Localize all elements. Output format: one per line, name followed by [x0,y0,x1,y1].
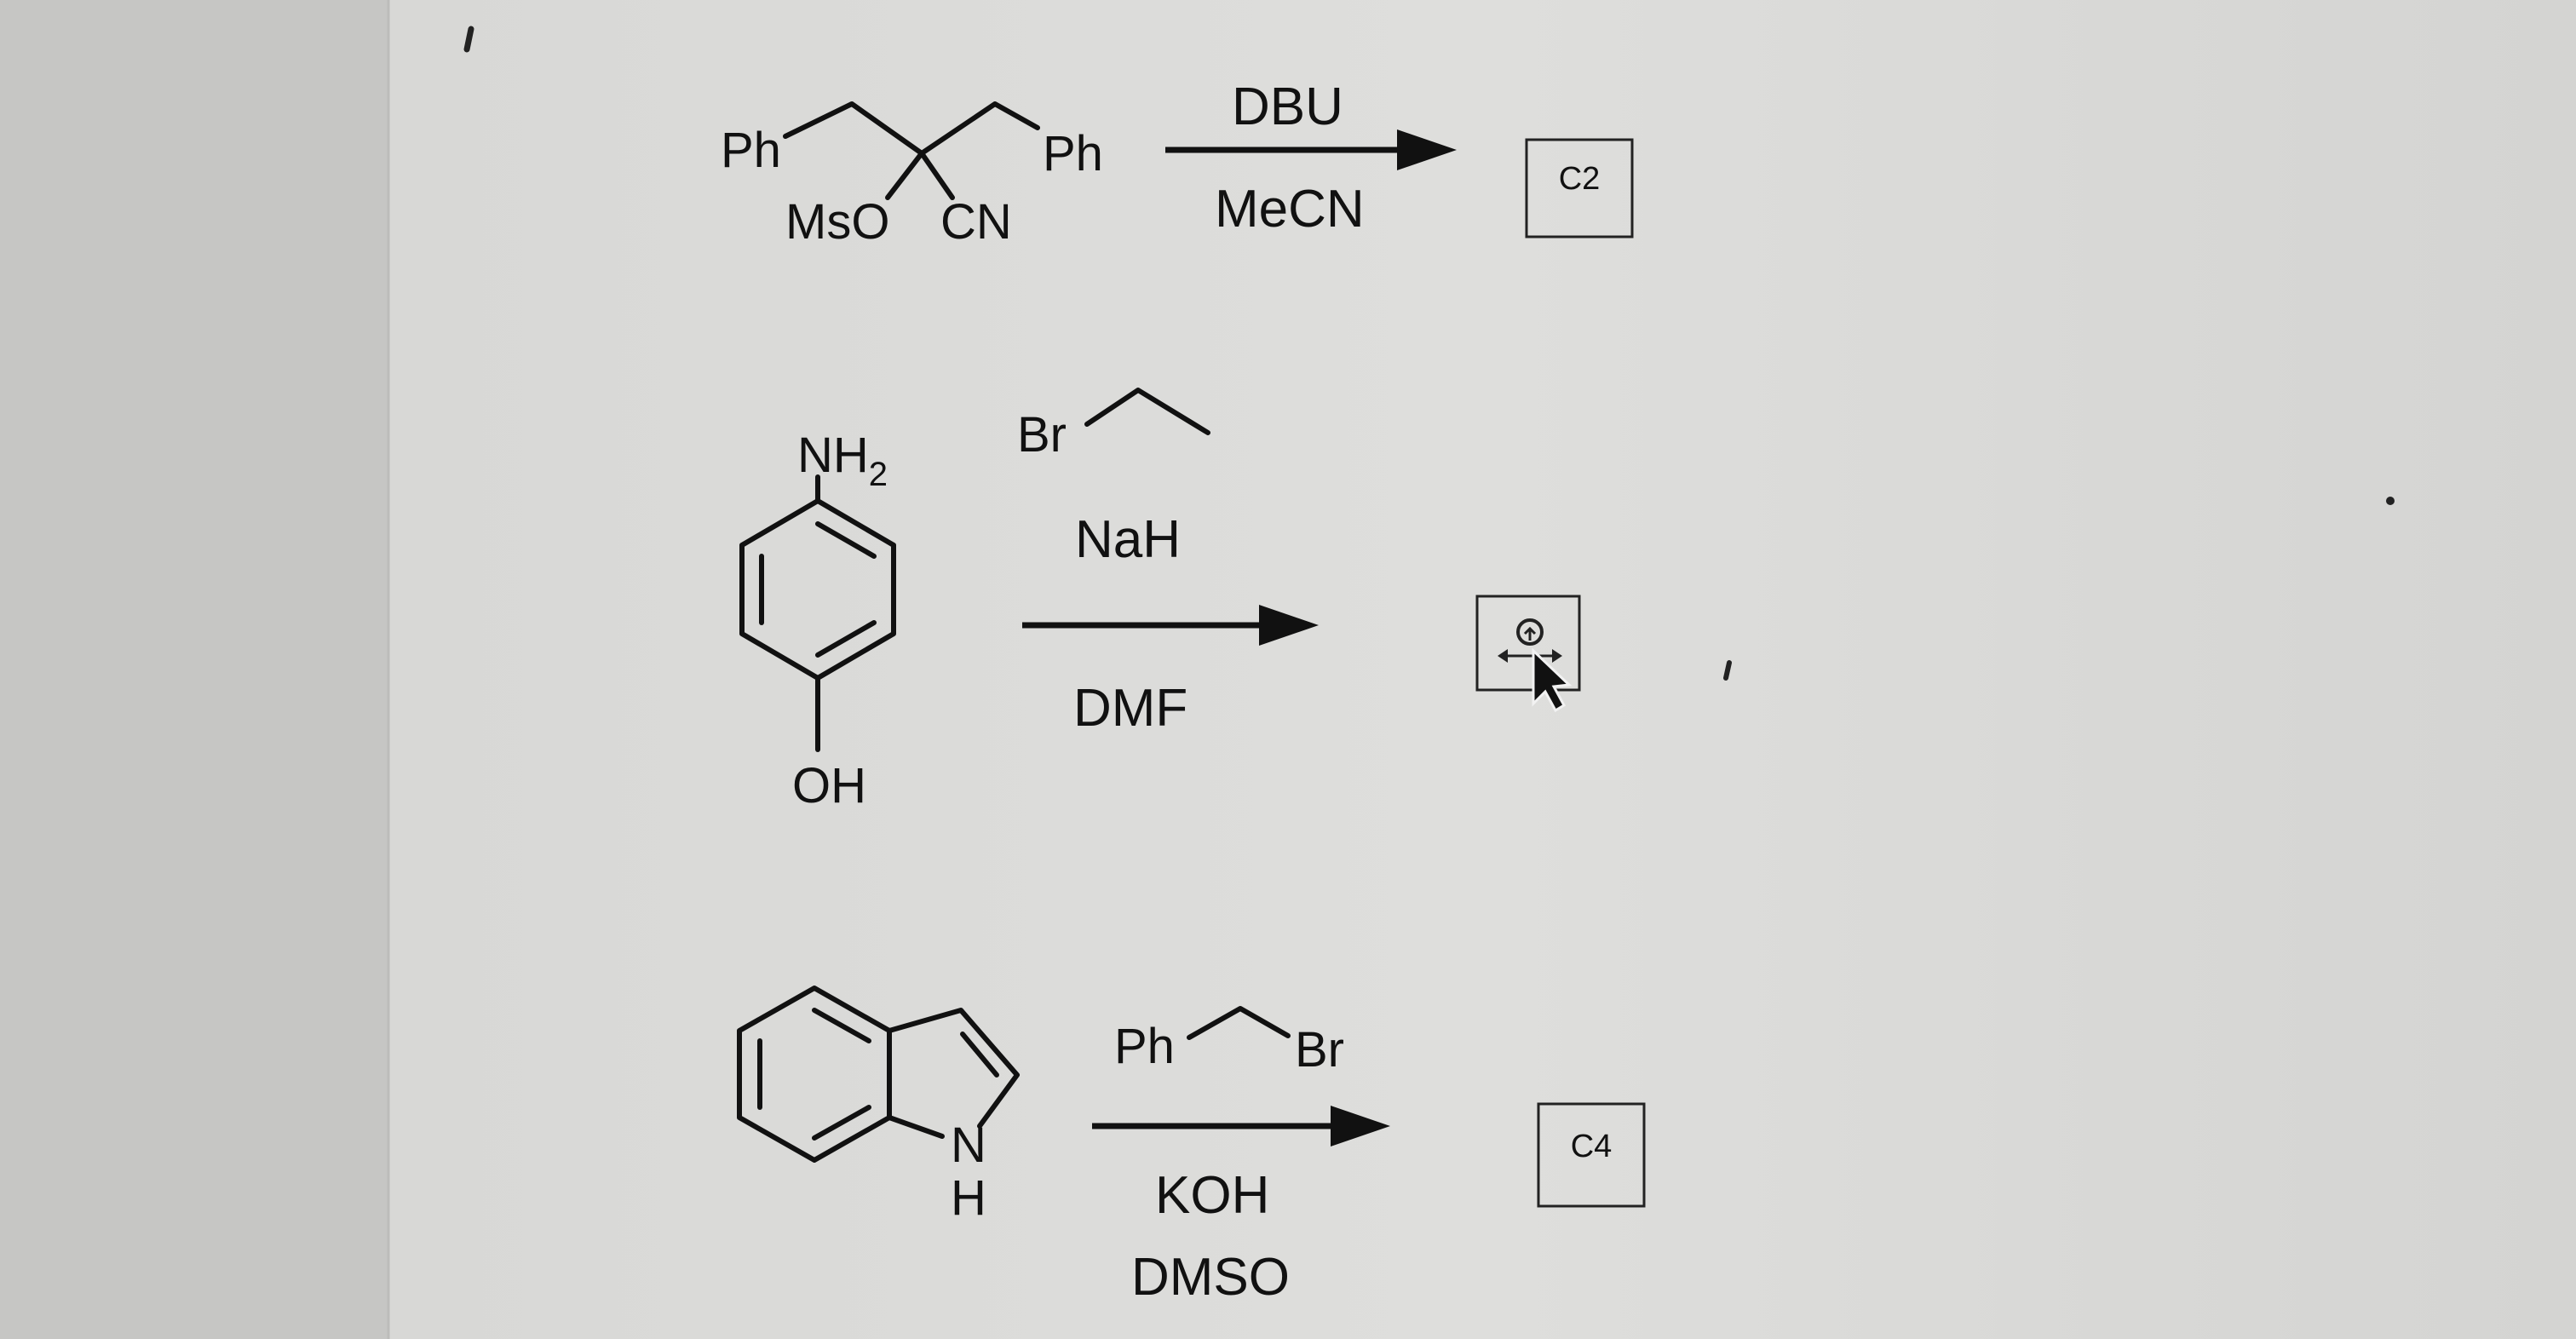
mesylate-label: MsO [785,194,889,250]
solvent-mecn: MeCN [1215,180,1365,238]
bromoethane: Br [1017,388,1210,463]
ethyl-chain [1084,388,1210,435]
ring-double-bond [815,521,877,559]
nitrogen-label: N [951,1118,986,1173]
answer-box-c4[interactable]: C4 [1537,1102,1646,1208]
answer-box-frame[interactable] [1537,1102,1646,1208]
answer-box-reaction-2[interactable] [1475,595,1581,713]
bond-to-mso [885,151,924,200]
reactant-1: Ph Ph MsO CN [721,101,1103,250]
document-page [388,0,2576,1339]
reactant-3-indole: N H [737,986,1020,1226]
benzyl-chain [1187,1006,1291,1040]
stray-mark [463,26,474,53]
answer-box-frame[interactable] [1525,138,1634,238]
bromine-label: Br [1295,1022,1344,1078]
move-cursor-icon [1498,618,1562,663]
hydroxyl-label: OH [792,758,866,813]
reaction-1: Ph Ph MsO CN DBU MeCN C2 [721,78,1634,250]
reagent-dbu: DBU [1232,78,1343,136]
pyrrole-ring [887,1008,1020,1129]
pyrrole-double-bond [960,1032,999,1078]
ring-double-bond [815,620,877,658]
benzyl-bromide: Ph Br [1114,1006,1344,1078]
reactant-2-aminophenol: NH2 OH [739,428,896,813]
nitrogen-hydrogen-label: H [951,1170,986,1226]
ring-double-bond [812,1105,871,1141]
amine-label: NH2 [797,428,888,493]
phenyl-label-right: Ph [1043,126,1103,181]
bromine-label: Br [1017,407,1067,463]
phenyl-label: Ph [1114,1019,1175,1074]
arrow-pointer-icon [1532,647,1573,713]
stray-mark [1723,660,1732,681]
stray-dot [2386,497,2395,505]
reaction-3: N H Ph Br KOH DMSO C4 [737,986,1646,1307]
bond-to-cn [919,151,955,200]
answer-box-c2[interactable]: C2 [1525,138,1634,238]
ring-bond-to-nitrogen [887,1115,945,1139]
solvent-dmf: DMF [1073,679,1187,738]
ring-double-bond [812,1008,871,1043]
answer-box-frame[interactable] [1475,595,1581,692]
answer-box-label: C4 [1571,1129,1613,1164]
reagent-koh: KOH [1155,1166,1269,1225]
reagent-nah: NaH [1075,510,1181,569]
reaction-arrow-3 [1092,1106,1390,1146]
phenyl-label-left: Ph [721,123,781,178]
reaction-arrow-2 [1022,605,1319,646]
reaction-arrow-1 [1165,129,1457,170]
solvent-dmso: DMSO [1131,1248,1290,1307]
answer-box-label: C2 [1559,161,1601,197]
nitrile-label: CN [940,194,1012,250]
reaction-2: NH2 OH Br NaH DMF [739,388,1581,813]
